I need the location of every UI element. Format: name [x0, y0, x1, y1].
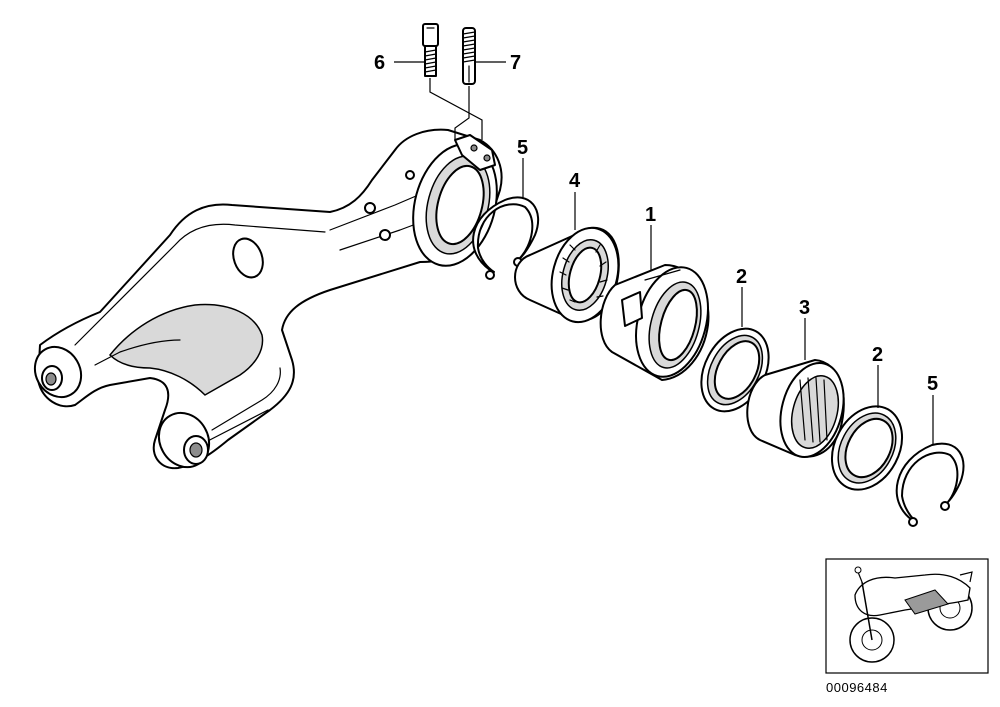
callout-5-bottom: 5 — [927, 373, 938, 395]
stud-bolt-7 — [462, 27, 476, 85]
needle-bearing-3 — [746, 359, 845, 459]
callout-3: 3 — [799, 297, 810, 319]
eccentric-sleeve-1 — [599, 264, 710, 381]
swing-arm-housing — [33, 128, 503, 470]
circlip-bottom — [895, 442, 965, 527]
callout-2-first: 2 — [736, 266, 747, 288]
diagram-reference-number: 00096484 — [826, 680, 888, 695]
screw-7-leader — [454, 86, 470, 140]
needle-bearing-4 — [514, 226, 620, 324]
seal-ring-2-second — [830, 405, 904, 491]
motorcycle-thumbnail — [825, 558, 989, 674]
callout-6: 6 — [374, 52, 385, 74]
callout-2-second: 2 — [872, 344, 883, 366]
callout-1: 1 — [645, 204, 656, 226]
cap-screw-6 — [422, 23, 439, 77]
callout-5-top: 5 — [517, 137, 528, 159]
screw-6-leader — [429, 78, 483, 140]
callout-7: 7 — [510, 52, 521, 74]
callout-4: 4 — [569, 170, 581, 192]
